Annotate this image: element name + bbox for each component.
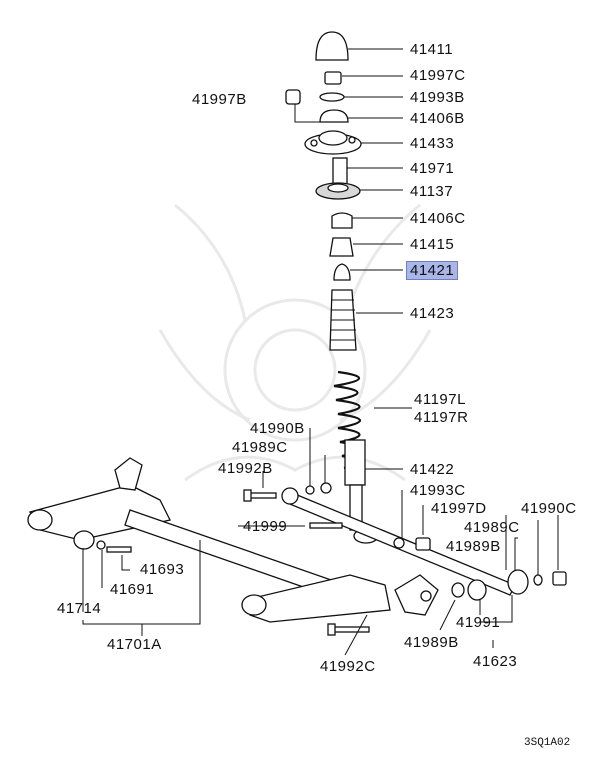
label-41691[interactable]: 41691 [110,581,155,598]
label-41406C[interactable]: 41406C [410,210,466,227]
label-41137[interactable]: 41137 [410,183,454,200]
label-41197L[interactable]: 41197L [414,391,466,408]
label-41993B[interactable]: 41993B [410,89,465,106]
lower-bushing-shape [331,212,353,229]
label-41990B[interactable]: 41990B [250,420,305,437]
label-41433[interactable]: 41433 [410,135,455,152]
axle-beam-assembly [27,457,439,623]
label-41992B[interactable]: 41992B [218,460,273,477]
hardware [73,89,567,636]
knuckle-right [394,574,439,616]
label-41423[interactable]: 41423 [410,305,455,322]
label-41197R[interactable]: 41197R [414,409,469,426]
strut-assembly [304,31,379,544]
washer-shape [319,92,345,102]
label-41997B[interactable]: 41997B [192,91,247,108]
label-41992C[interactable]: 41992C [320,658,376,675]
top-nut-shape [324,71,342,85]
bolt-41992C-shape [332,626,370,633]
label-41714[interactable]: 41714 [57,600,102,617]
label-41411[interactable]: 41411 [410,41,454,58]
label-41993C[interactable]: 41993C [410,482,466,499]
label-41971[interactable]: 41971 [410,160,455,177]
bump-stop-shape [333,263,351,281]
label-41997D[interactable]: 41997D [431,500,487,517]
label-41623[interactable]: 41623 [473,653,518,670]
label-41415[interactable]: 41415 [410,236,455,253]
label-41406B[interactable]: 41406B [410,110,465,127]
label-41989C-upper[interactable]: 41989C [232,439,288,456]
watermark-emblem [158,203,432,482]
bolt-41992B-shape [249,492,277,499]
label-41693[interactable]: 41693 [140,561,185,578]
bolt-41999-shape [309,522,343,529]
label-41999[interactable]: 41999 [243,518,288,535]
bolt-41693-shape [106,546,132,553]
shock-absorber-body [344,439,366,486]
label-41991[interactable]: 41991 [456,614,501,631]
upper-bushing-shape [319,109,349,123]
knuckle-left [114,457,143,491]
dust-cap-shape [315,31,349,61]
label-41989B-upper[interactable]: 41989B [446,538,501,555]
label-41997C[interactable]: 41997C [410,67,466,84]
bound-stopper-cup-shape [329,237,354,257]
label-41989C-lower[interactable]: 41989C [464,519,520,536]
spacer-tube-shape [332,157,348,187]
label-41989B-lower[interactable]: 41989B [404,634,459,651]
diagram-code: 3SQ1A02 [524,737,571,749]
label-41422[interactable]: 41422 [410,461,455,478]
label-41421-highlighted[interactable]: 41421 [406,261,459,280]
label-41990C[interactable]: 41990C [521,500,577,517]
leader-lines [82,48,559,656]
label-41701A[interactable]: 41701A [107,636,162,653]
